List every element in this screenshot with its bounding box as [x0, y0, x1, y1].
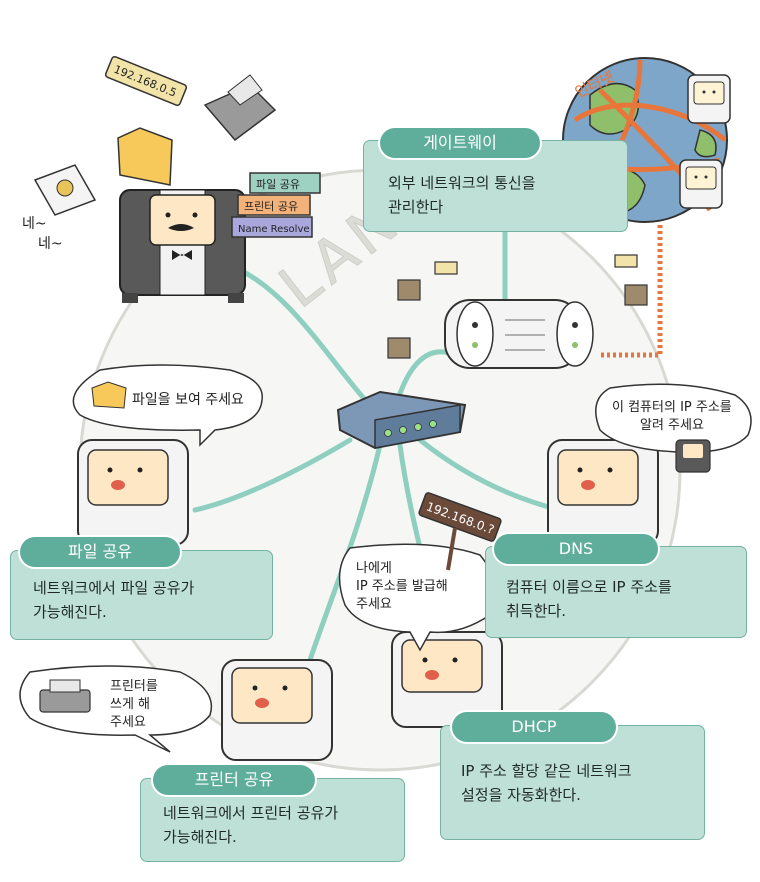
dhcp-bubble-line-3: 주세요 [356, 597, 392, 612]
file-title: 파일 공유 [20, 537, 180, 567]
book-stack [231, 172, 321, 238]
dhcp-box: IP 주소 할당 같은 네트워크 설정을 자동화한다. [440, 725, 705, 840]
printer-bubble-line-3: 주세요 [110, 715, 146, 730]
gateway-device [444, 299, 594, 369]
printer-computer [221, 659, 333, 761]
bubble-butler-icon [675, 439, 711, 473]
dns-speech-bubble [595, 383, 752, 472]
gateway-body-line-1: 외부 네트워크의 통신을 [388, 174, 536, 192]
printer-bubble-line-1: 프린터를 [110, 679, 158, 694]
book-1-label: 파일 공유 [256, 177, 300, 191]
bubble-printer-icon [39, 679, 91, 713]
flying-printer [203, 74, 277, 142]
network-hub [336, 390, 467, 450]
ip-sign [418, 492, 502, 571]
book-2-label: 프린터 공유 [244, 200, 298, 213]
internet-computer-2 [679, 159, 723, 209]
printer-bubble-line-2: 쓰게 해 [110, 697, 150, 712]
printer-body-line-2: 가능해진다. [163, 828, 237, 846]
dhcp-body-line-1: IP 주소 할당 같은 네트워크 [461, 762, 632, 780]
book-3-label: Name Resolve [238, 224, 310, 235]
gateway-packets [387, 254, 648, 359]
file-computer [77, 439, 189, 546]
dhcp-bubble-line-1: 나에게 [356, 561, 392, 576]
dns-title: DNS [494, 534, 658, 564]
file-bubble-text: 파일을 보여 주세요 [132, 392, 244, 408]
dns-body-line-1: 컴퓨터 이름으로 IP 주소를 [506, 578, 672, 596]
gateway-body-line-2: 관리한다 [388, 198, 444, 216]
printer-title: 프린터 공유 [153, 765, 315, 795]
butler-reply-2: 네~ [38, 236, 63, 252]
bubble-folder-icon [91, 381, 127, 409]
file-body-line-1: 네트워크에서 파일 공유가 [33, 579, 195, 597]
file-speech-bubble [72, 364, 263, 447]
file-body-line-2: 가능해진다. [33, 603, 107, 621]
internet-link [600, 225, 663, 358]
printer-body-line-1: 네트워크에서 프린터 공유가 [163, 804, 339, 822]
dns-bubble-line-1: 이 컴퓨터의 IP 주소를 [612, 400, 732, 415]
dhcp-title: DHCP [452, 712, 616, 742]
dns-computer [547, 439, 659, 546]
butler-reply-1: 네~ [22, 216, 47, 232]
internet-computer-1 [687, 74, 731, 124]
dns-bubble-line-2: 알려 주세요 [640, 418, 704, 433]
flying-gears-book [33, 164, 97, 216]
dns-body-line-2: 취득한다. [506, 602, 566, 620]
ip-tag-top [104, 55, 188, 107]
dhcp-bubble-line-2: IP 주소를 발급해 [356, 579, 448, 594]
gateway-title: 게이트웨이 [380, 128, 540, 158]
butler-server [119, 189, 246, 303]
flying-folder [117, 127, 173, 186]
dhcp-body-line-2: 설정을 자동화한다. [461, 786, 581, 804]
